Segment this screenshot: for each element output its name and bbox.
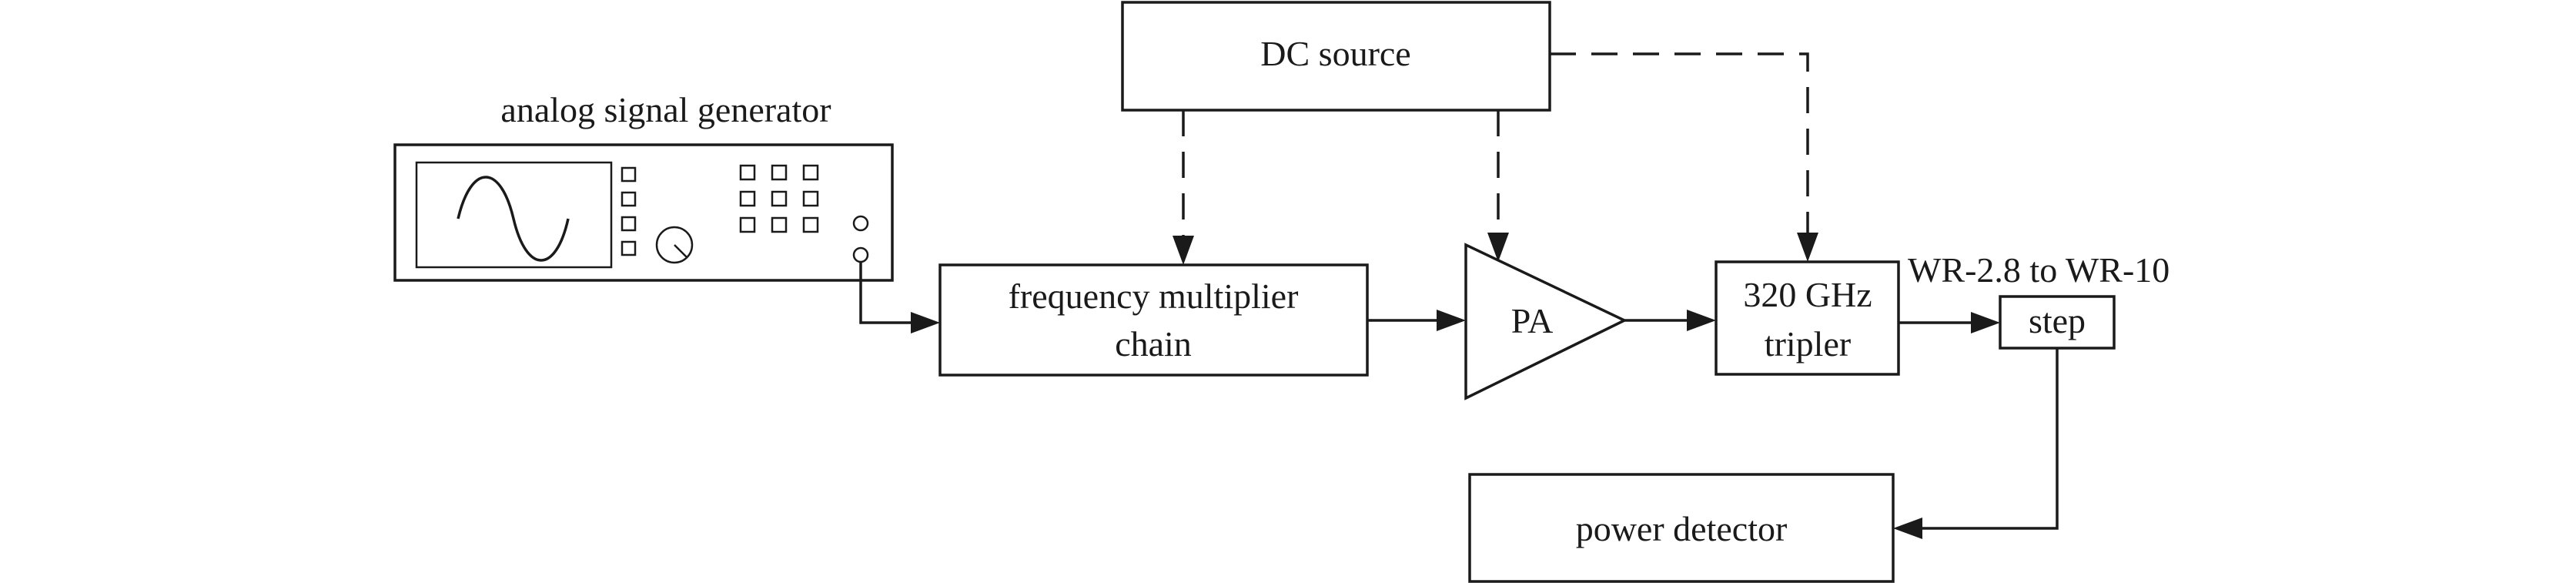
- signal-generator: analog signal generator: [393, 90, 894, 282]
- signal-connections: [859, 262, 2059, 539]
- generator-side-buttons: [621, 166, 637, 256]
- arrow-tripler-to-step: [1899, 312, 2000, 333]
- tripler-label-line1: 320 GHz: [1743, 275, 1872, 314]
- arrow-pa-to-tripler: [1624, 310, 1716, 331]
- arrow-multiplier-to-pa: [1367, 310, 1466, 331]
- multiplier-label-line1: frequency multiplier: [1009, 276, 1299, 316]
- step-label: step: [2029, 301, 2086, 340]
- power-detector-block: power detector: [1468, 473, 1895, 583]
- signal-generator-label: analog signal generator: [500, 90, 831, 129]
- multiplier-label-line2: chain: [1115, 324, 1192, 364]
- arrow-step-to-detector: [1893, 348, 2059, 539]
- dc-to-tripler: [1550, 52, 1818, 262]
- dc-to-pa: [1487, 110, 1509, 262]
- generator-output-port: [852, 246, 869, 263]
- power-detector-label: power detector: [1576, 509, 1788, 548]
- pa-label: PA: [1511, 301, 1554, 340]
- dc-to-multiplier: [1173, 110, 1194, 265]
- dc-bias-connections: [1173, 52, 1818, 265]
- sine-wave-icon: [457, 176, 570, 262]
- dc-source-block: DC source: [1121, 1, 1551, 112]
- frequency-multiplier-block: frequency multiplier chain: [938, 263, 1369, 377]
- step-caption: WR-2.8 to WR-10: [1908, 250, 2170, 290]
- tripler-label-line2: tripler: [1765, 324, 1851, 364]
- step-block: step: [1999, 295, 2116, 350]
- generator-keypad: [739, 164, 819, 233]
- dc-source-label: DC source: [1260, 34, 1410, 73]
- arrow-generator-to-multiplier: [859, 262, 940, 333]
- pa-amplifier: PA: [1464, 243, 1628, 400]
- tripler-block: 320 GHz tripler: [1715, 260, 1900, 376]
- knob-icon: [655, 226, 694, 264]
- generator-port-top: [852, 215, 869, 232]
